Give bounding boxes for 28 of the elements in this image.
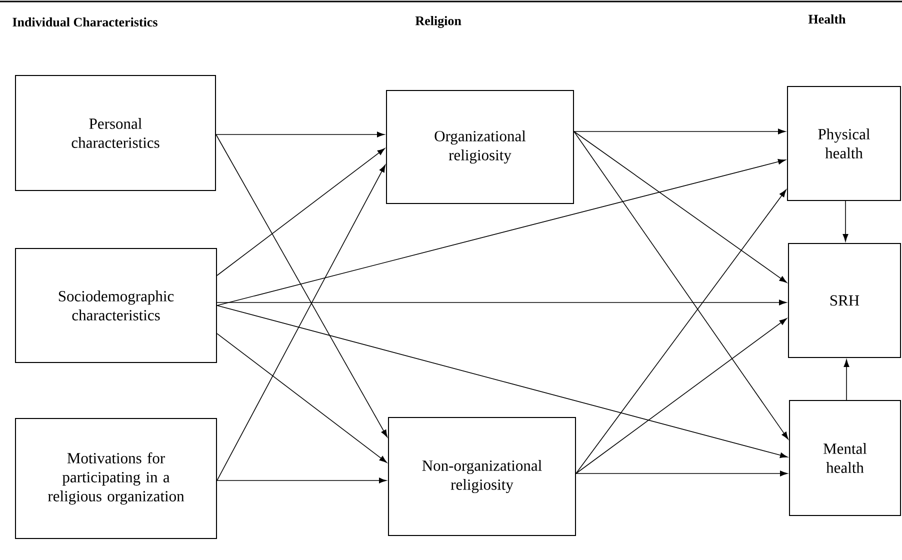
arrow (216, 134, 388, 438)
arrow (216, 333, 387, 463)
arrow (576, 190, 786, 474)
process-box: Motivations for participating in a religious organization (15, 418, 217, 539)
column-heading: Health (808, 14, 846, 24)
arrow (576, 318, 787, 474)
process-box: Mental health (789, 400, 901, 516)
process-box: Personal characteristics (15, 75, 216, 191)
arrow (842, 200, 848, 242)
arrow (216, 305, 788, 458)
column-heading: Religion (415, 16, 462, 28)
process-box: Organizational religiosity (386, 90, 574, 204)
arrow (576, 470, 788, 476)
arrow (844, 359, 850, 400)
process-box: SRH (788, 243, 901, 358)
arrow (574, 131, 788, 440)
arrow (216, 478, 387, 484)
arrow (574, 128, 786, 134)
column-heading: Individual Characteristics (12, 17, 158, 27)
arrow (216, 158, 786, 306)
process-box: Sociodemographic characteristics (15, 248, 217, 363)
arrow (216, 164, 386, 481)
arrow (574, 131, 787, 283)
arrow (216, 132, 385, 138)
arrow (216, 300, 787, 306)
arrow (216, 148, 385, 276)
process-box: Physical health (787, 86, 901, 201)
process-box: Non-organizational religiosity (388, 417, 576, 536)
